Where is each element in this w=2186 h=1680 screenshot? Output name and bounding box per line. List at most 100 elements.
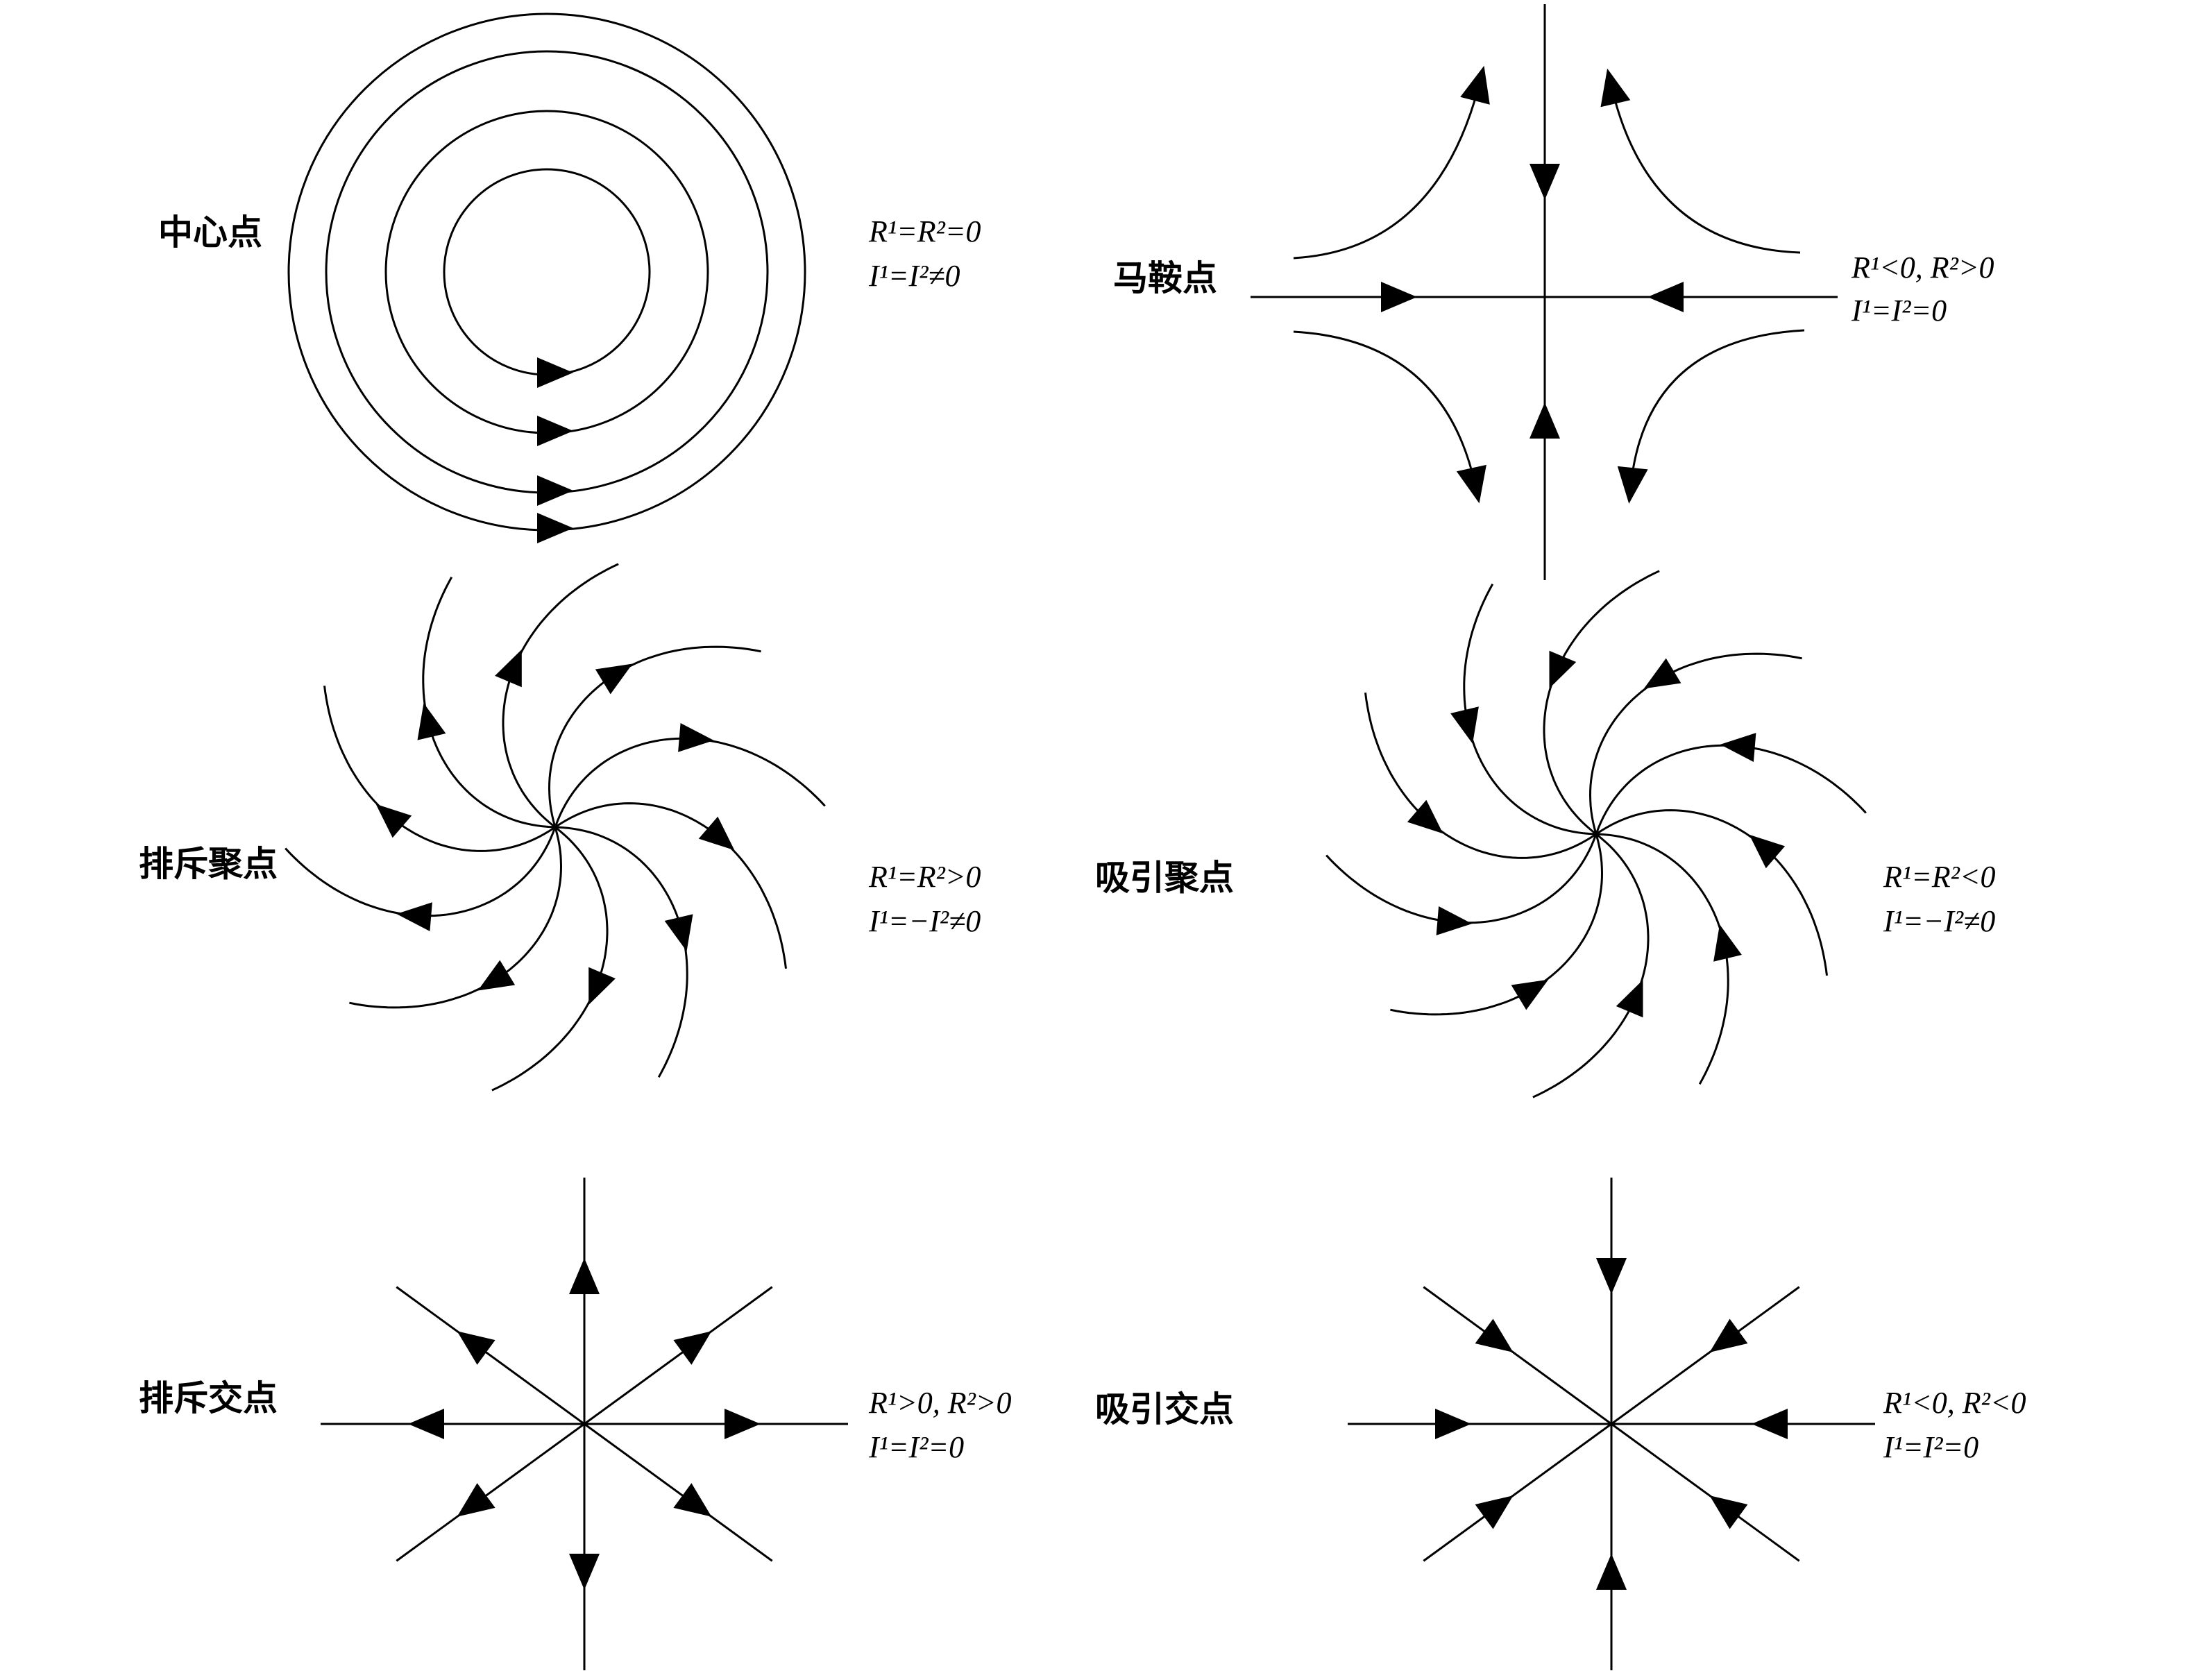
arrowhead-icon (1381, 282, 1417, 312)
arrowhead-icon (1596, 1554, 1627, 1590)
arrowhead-icon (1720, 733, 1756, 762)
arrowhead-icon (595, 663, 633, 695)
arrowhead-icon (698, 816, 735, 851)
trajectory-line (396, 1286, 585, 1425)
trajectory-curve (1390, 833, 1604, 1016)
arrowhead-icon (1450, 706, 1479, 744)
attracting-node-rays (1348, 1178, 1875, 1670)
arrowhead-icon (408, 1409, 444, 1439)
trajectory-curve (1532, 833, 1650, 1098)
trajectory-curve (1595, 833, 1729, 1085)
arrowhead-icon (1549, 650, 1577, 688)
arrowhead-icon (457, 1331, 495, 1365)
arrowhead-icon (1749, 834, 1786, 869)
arrowhead-icon (537, 416, 573, 446)
trajectory-curve (548, 645, 761, 828)
trajectory-curve (1364, 693, 1597, 859)
arrowhead-icon (417, 703, 446, 740)
arrowhead-icon (569, 1554, 600, 1590)
trajectory-curve (1293, 83, 1481, 260)
trajectory-curve (502, 563, 619, 829)
trajectory-curve (554, 826, 688, 1078)
label-attracting-focus: 吸引聚点 (1095, 858, 1234, 898)
cond-attracting-focus-r: R¹=R²<0 (1883, 860, 1996, 894)
arrowhead-icon (375, 804, 412, 838)
cond-repelling-focus-r: R¹=R²>0 (868, 860, 981, 894)
panel-repelling-node: 排斥交点 R¹>0, R²>0 I¹=I²=0 (139, 1178, 1012, 1670)
trajectory-curve (285, 826, 557, 917)
trajectory-line (584, 1423, 773, 1562)
arrowhead-icon (725, 1409, 761, 1439)
trajectory-line (1423, 1423, 1612, 1562)
repelling-focus-spirals (285, 563, 826, 1092)
cond-attracting-focus-i: I¹=−I²≠0 (1883, 904, 1995, 938)
panel-attracting-focus: 吸引聚点 R¹=R²<0 I¹=−I²≠0 (1095, 570, 1996, 1098)
arrowhead-icon (1475, 1318, 1514, 1352)
trajectory-curve (1293, 330, 1477, 486)
trajectory-curve (554, 802, 787, 969)
arrowhead-icon (1530, 402, 1560, 439)
trajectory-curve (1588, 652, 1802, 835)
trajectory-curve (1325, 833, 1598, 924)
trajectory-curve (1463, 583, 1597, 835)
label-attracting-node: 吸引交点 (1095, 1389, 1234, 1429)
label-center: 中心点 (158, 212, 262, 253)
arrowhead-icon (1647, 282, 1684, 312)
cond-repelling-node-i: I¹=I²=0 (868, 1430, 964, 1464)
label-repelling-focus: 排斥聚点 (139, 844, 278, 884)
panel-saddle: 马鞍点 R¹<0, R²>0 I¹=I²=0 (1113, 4, 1994, 580)
label-repelling-node: 排斥交点 (139, 1378, 278, 1418)
cond-attracting-node-i: I¹=I²=0 (1883, 1430, 1979, 1464)
arrowhead-icon (495, 649, 522, 688)
center-orbits (287, 12, 806, 543)
cond-repelling-node-r: R¹>0, R²>0 (868, 1386, 1012, 1420)
saddle-trajectories (1251, 4, 1838, 580)
arrowhead-icon (1530, 164, 1560, 200)
arrowhead-icon (1709, 1318, 1748, 1352)
arrowhead-icon (537, 513, 573, 543)
arrowhead-icon (1407, 799, 1443, 834)
arrowhead-icon (457, 1483, 495, 1517)
arrowhead-icon (1600, 68, 1631, 108)
cond-repelling-focus-i: I¹=−I²≠0 (868, 904, 981, 938)
trajectory-curve (491, 826, 609, 1092)
trajectory-line (1611, 1423, 1800, 1562)
trajectory-line (584, 1286, 773, 1425)
trajectory-line (1611, 1286, 1800, 1425)
arrowhead-icon (569, 1258, 600, 1294)
closed-orbit (443, 168, 651, 376)
repelling-node-rays (321, 1178, 848, 1670)
arrowhead-icon (1436, 906, 1473, 935)
trajectory-curve (1610, 85, 1801, 254)
arrowhead-icon (537, 357, 573, 388)
panel-repelling-focus: 排斥聚点 R¹=R²>0 I¹=−I²≠0 (139, 563, 981, 1092)
attracting-focus-spirals (1325, 570, 1867, 1098)
cond-saddle-i: I¹=I²=0 (1851, 294, 1947, 328)
arrowhead-icon (673, 1483, 712, 1517)
cond-center-i: I¹=I²≠0 (868, 259, 960, 293)
arrowhead-icon (477, 960, 516, 991)
arrowhead-icon (673, 1331, 712, 1365)
cond-saddle-r: R¹<0, R²>0 (1851, 251, 1994, 285)
arrowhead-icon (1713, 924, 1742, 962)
label-saddle: 马鞍点 (1113, 258, 1217, 298)
arrowhead-icon (1643, 658, 1681, 689)
arrowhead-icon (1752, 1409, 1788, 1439)
trajectory-curve (422, 576, 556, 829)
panel-attracting-node: 吸引交点 R¹<0, R²<0 I¹=I²=0 (1095, 1178, 2026, 1670)
arrowhead-icon (588, 967, 616, 1006)
arrowhead-icon (1456, 464, 1486, 504)
cond-center-r: R¹=R²=0 (868, 214, 981, 248)
trajectory-curve (1543, 570, 1660, 835)
trajectory-curve (323, 686, 556, 852)
cond-attracting-node-r: R¹<0, R²<0 (1883, 1386, 2026, 1420)
trajectory-curve (349, 826, 563, 1009)
closed-orbit (287, 12, 806, 532)
arrowhead-icon (1511, 979, 1549, 1010)
arrowhead-icon (1596, 1258, 1627, 1294)
closed-orbit (384, 110, 709, 434)
trajectory-curve (1595, 809, 1828, 976)
arrowhead-icon (1435, 1409, 1471, 1439)
arrowhead-icon (678, 723, 714, 752)
